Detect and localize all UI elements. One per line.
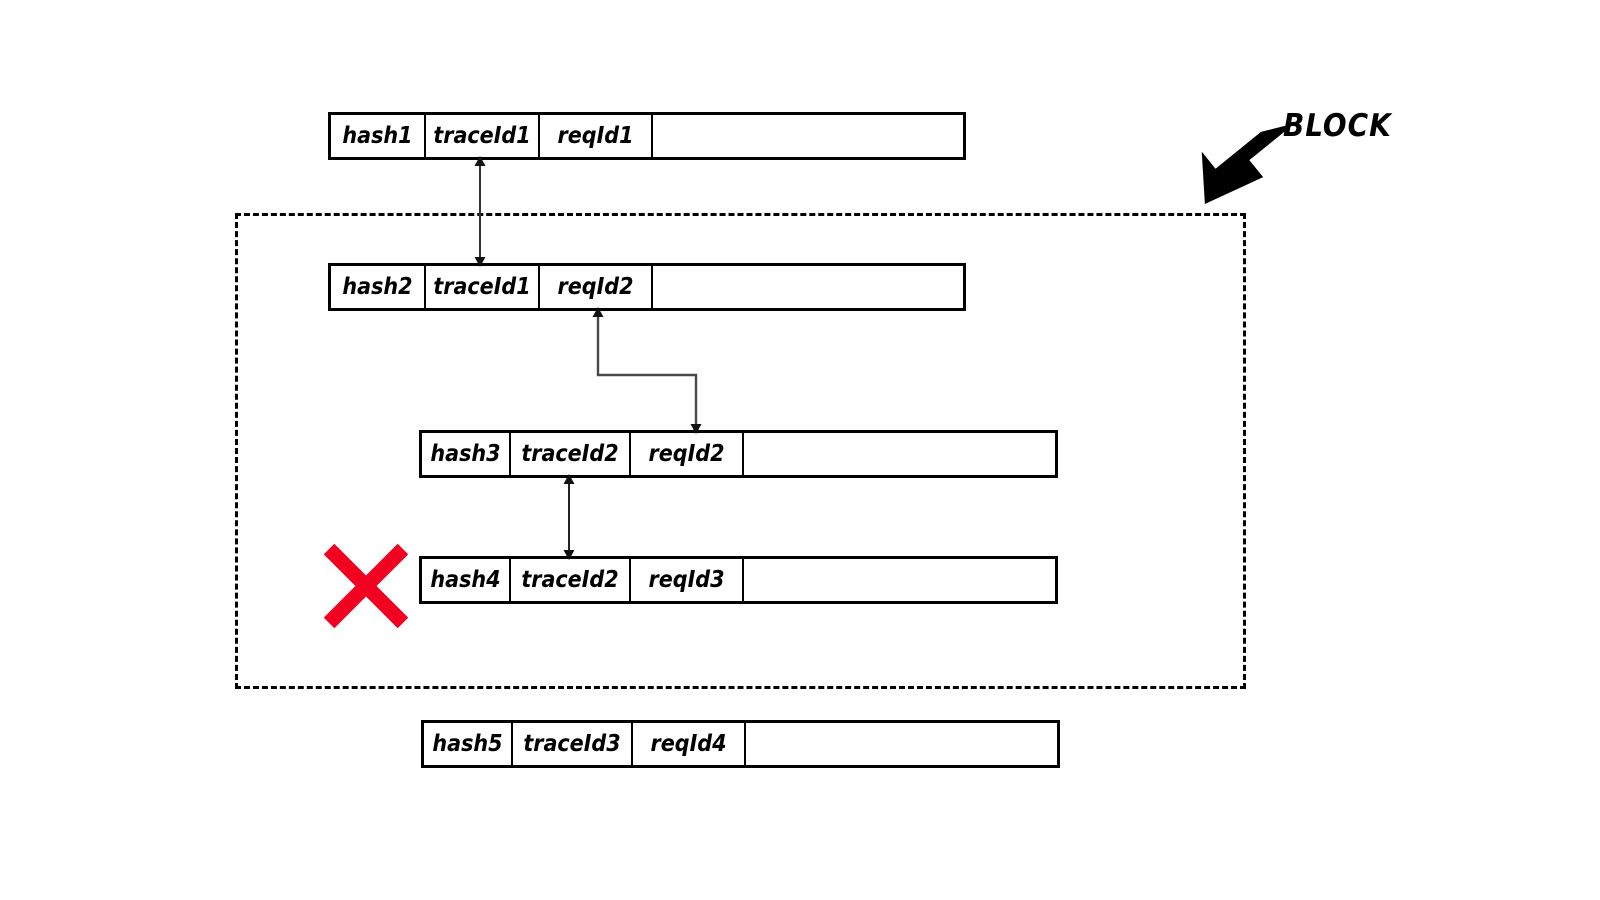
cell-traceid: traceId3 — [513, 723, 633, 765]
cell-reqid: reqId3 — [631, 559, 744, 601]
record-row[interactable]: hash4 traceId2 reqId3 — [419, 556, 1058, 604]
cell-traceid: traceId1 — [426, 266, 540, 308]
cell-reqid: reqId4 — [633, 723, 746, 765]
record-row[interactable]: hash1 traceId1 reqId1 — [328, 112, 966, 160]
cell-traceid: traceId2 — [511, 433, 631, 475]
cell-traceid: traceId1 — [426, 115, 540, 157]
cell-payload — [653, 266, 963, 308]
cell-traceid: traceId2 — [511, 559, 631, 601]
cell-payload — [746, 723, 1057, 765]
cell-hash: hash5 — [424, 723, 513, 765]
record-row[interactable]: hash5 traceId3 reqId4 — [421, 720, 1060, 768]
record-row[interactable]: hash3 traceId2 reqId2 — [419, 430, 1058, 478]
record-row[interactable]: hash2 traceId1 reqId2 — [328, 263, 966, 311]
cell-hash: hash1 — [331, 115, 426, 157]
cell-hash: hash3 — [422, 433, 511, 475]
arrow-down-left-icon — [1201, 123, 1295, 204]
cell-reqid: reqId1 — [540, 115, 653, 157]
cell-reqid: reqId2 — [631, 433, 744, 475]
cell-hash: hash4 — [422, 559, 511, 601]
block-region-boundary — [235, 213, 1246, 689]
cell-payload — [744, 433, 1055, 475]
cell-reqid: reqId2 — [540, 266, 653, 308]
cell-hash: hash2 — [331, 266, 426, 308]
cell-payload — [744, 559, 1055, 601]
block-callout-label: BLOCK — [1283, 108, 1392, 144]
cell-payload — [653, 115, 963, 157]
blocked-x-icon — [323, 543, 409, 629]
